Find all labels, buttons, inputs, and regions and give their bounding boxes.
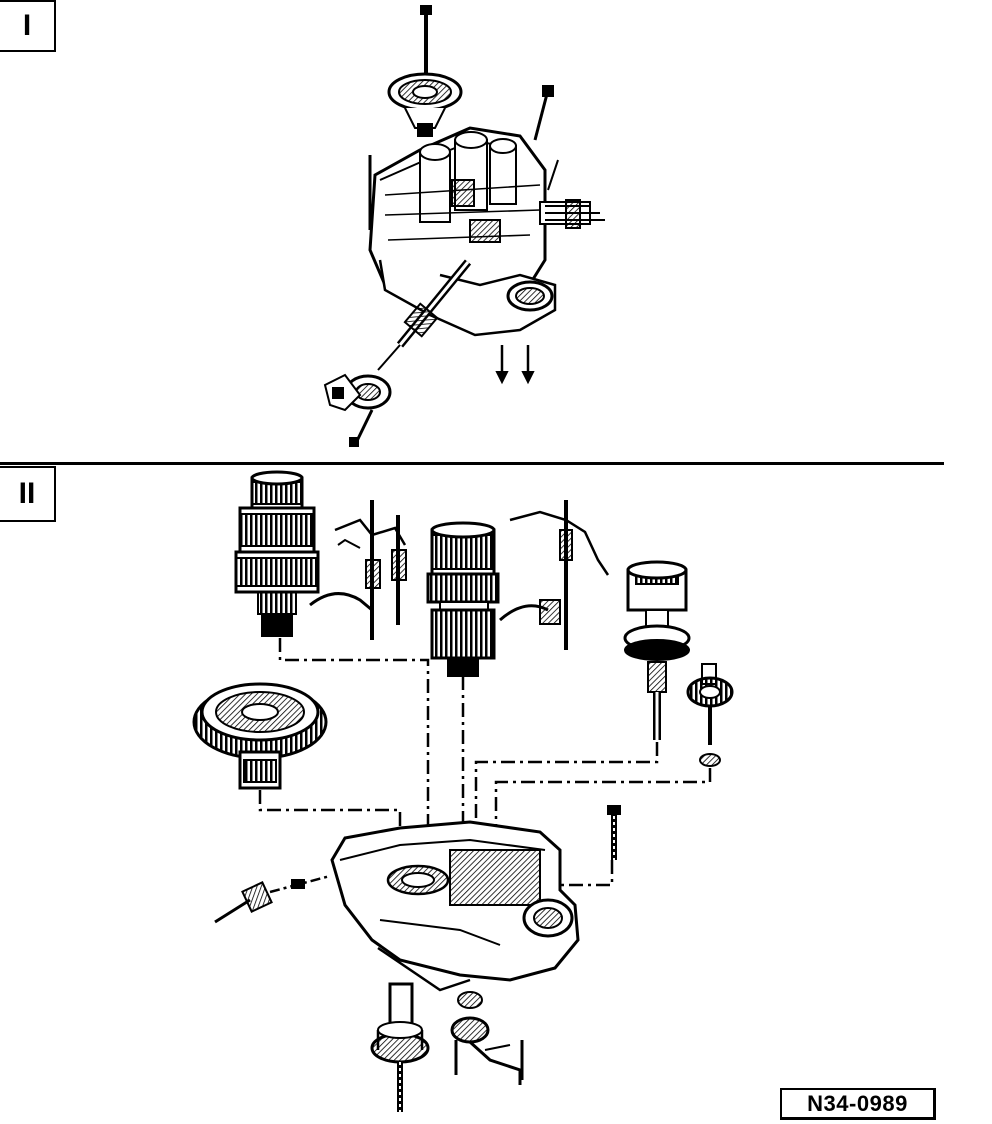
speed-sensor: [214, 874, 331, 924]
section-divider: [0, 462, 944, 465]
assembled-gearbox-drawing: [323, 5, 605, 447]
output-shaft: [623, 560, 691, 740]
case-bolt-right: [607, 805, 621, 860]
gear-cluster-shaft-1: [234, 470, 320, 637]
assembly-guide-lines: [258, 638, 712, 887]
shift-lever-assembly: [450, 991, 524, 1085]
selector-fork-2: [499, 500, 610, 650]
section-label-ii: II: [0, 466, 56, 522]
differential-crown-gear: [192, 682, 328, 790]
transmission-case: [330, 820, 580, 992]
figure-code: N34-0989: [780, 1088, 936, 1120]
drive-flange: [370, 982, 430, 1112]
selector-fork-1: [309, 500, 407, 640]
gear-cluster-shaft-2: [426, 521, 500, 677]
small-pinion-gear: [686, 663, 734, 767]
section-label-i: I: [0, 0, 56, 52]
